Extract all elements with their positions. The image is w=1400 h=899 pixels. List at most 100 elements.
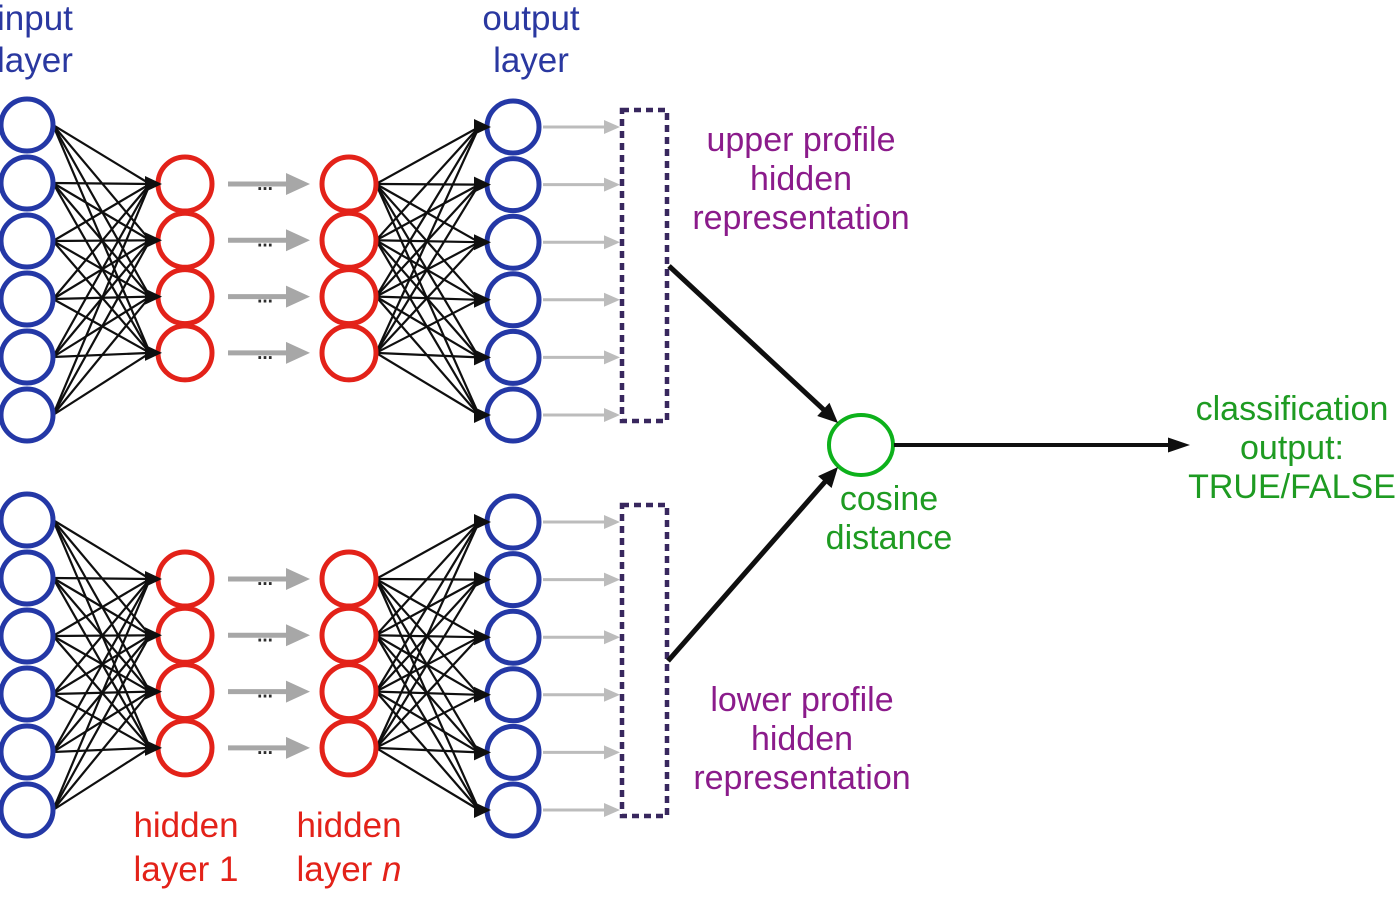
connection-line: [52, 576, 151, 581]
connection-line: [51, 183, 152, 416]
cosine-distance-node: [827, 413, 895, 477]
output-to-representation-arrow-head: [604, 177, 620, 192]
hidden-transition-arrow-head: [286, 173, 310, 195]
hidden-layer-n-node: [319, 605, 379, 665]
output-node: [484, 98, 542, 156]
connection-arrowhead: [474, 744, 491, 761]
hidden-layer-n-node: [319, 154, 379, 214]
connection-line: [375, 126, 480, 298]
connection-line: [52, 578, 151, 637]
input-node: [0, 723, 56, 781]
connection-line: [52, 124, 151, 185]
connection-arrowhead: [474, 291, 491, 308]
hidden-layer-n-node: [319, 267, 379, 327]
input-layer-label: input layer: [0, 0, 73, 80]
output-to-representation-arrow-head: [604, 515, 620, 529]
output-node: [484, 723, 542, 781]
output-layer-label: output layer: [482, 0, 580, 80]
hidden-layers-ellipsis: ...: [257, 174, 273, 195]
connection-line: [52, 634, 151, 811]
hidden-transition-arrow-head: [286, 736, 310, 759]
connection-line: [374, 521, 481, 749]
connection-line: [52, 578, 151, 753]
connection-arrowhead: [474, 802, 491, 818]
hidden-layer-1-label: hidden layer 1: [133, 806, 239, 889]
hidden-layer-n-label-prefix: hidden layer: [296, 806, 402, 889]
upper-representation-label: upper profile hidden representation: [692, 121, 910, 237]
hidden-layer-n-node: [319, 662, 379, 722]
output-to-representation-arrow-head: [604, 408, 620, 422]
connection-arrowhead: [474, 234, 491, 251]
connection-line: [375, 636, 480, 749]
output-node: [484, 328, 542, 386]
output-to-representation-arrow-head: [604, 572, 620, 587]
connection-line: [52, 239, 151, 416]
output-node: [484, 156, 542, 214]
hidden-layers-ellipsis: ...: [257, 230, 273, 251]
input-node: [0, 212, 56, 270]
input-node: [0, 328, 56, 386]
connection-line: [375, 746, 480, 754]
output-to-representation-arrow-head: [604, 120, 620, 134]
input-node: [0, 154, 56, 212]
hidden-layer-1-node: [155, 718, 215, 778]
output-node: [484, 666, 542, 724]
connection-arrowhead: [145, 176, 162, 192]
cosine-distance-label: cosine distance: [825, 480, 953, 557]
connection-arrowhead: [145, 344, 162, 361]
connection-line: [52, 578, 151, 695]
hidden-layer-n-node: [319, 210, 379, 270]
connection-arrowhead: [474, 349, 491, 366]
representation-to-cosine-arrow-head: [818, 467, 838, 488]
connection-line: [52, 295, 151, 416]
input-node: [0, 491, 56, 549]
connection-line: [52, 690, 151, 811]
hidden-layers-ellipsis: ...: [257, 343, 273, 364]
connection-arrowhead: [145, 288, 162, 305]
connection-line: [52, 519, 151, 580]
connection-line: [375, 126, 480, 185]
hidden-layer-1-node: [155, 549, 215, 609]
hidden-layers-ellipsis: ...: [257, 287, 273, 308]
output-node: [484, 493, 542, 551]
connection-line: [52, 183, 151, 358]
representation-box: [619, 107, 670, 424]
connection-line: [52, 746, 151, 811]
connection-line: [375, 184, 480, 354]
input-node: [0, 96, 56, 154]
connection-arrowhead: [474, 119, 491, 135]
representation-to-cosine-arrow-head: [817, 402, 838, 423]
hidden-layer-n-variable: n: [382, 850, 402, 889]
hidden-layers-ellipsis: ...: [257, 738, 273, 759]
hidden-layer-n-label: hidden layer n: [296, 804, 401, 892]
connection-line: [375, 521, 480, 637]
input-node: [0, 270, 56, 328]
connection-arrowhead: [145, 232, 162, 249]
output-to-representation-arrow-head: [604, 745, 620, 760]
hidden-layer-n-node: [319, 718, 379, 778]
classification-output-label: classification output: TRUE/FALSE: [1188, 390, 1396, 506]
connection-arrowhead: [474, 629, 491, 646]
connection-arrowhead: [474, 686, 491, 703]
hidden-layer-1-node: [155, 605, 215, 665]
connection-line: [375, 521, 480, 580]
connection-arrowhead: [145, 739, 162, 756]
connection-line: [375, 241, 480, 354]
connection-line: [52, 181, 151, 186]
hidden-transition-arrow-head: [286, 568, 310, 590]
connection-arrowhead: [474, 571, 491, 588]
hidden-transition-arrow-head: [286, 624, 310, 647]
connection-line: [375, 126, 480, 242]
input-node: [0, 607, 56, 665]
connection-arrowhead: [145, 683, 162, 700]
hidden-layer-1-node: [155, 210, 215, 270]
lower-representation-label: lower profile hidden representation: [693, 681, 911, 797]
connection-line: [374, 126, 481, 354]
input-node: [0, 781, 56, 839]
connection-arrowhead: [474, 407, 491, 423]
output-to-representation-arrow-head: [604, 292, 620, 307]
output-to-representation-arrow-head: [604, 630, 620, 645]
hidden-layer-1-node: [155, 154, 215, 214]
